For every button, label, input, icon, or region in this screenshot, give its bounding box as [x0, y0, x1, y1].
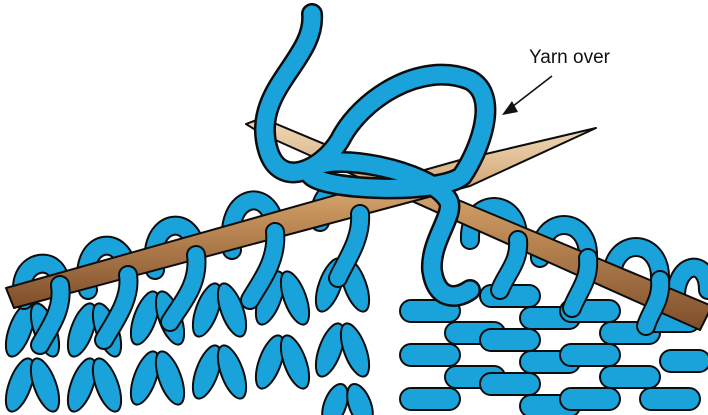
callout-arrowhead: [502, 101, 518, 115]
yarn-over-callout: Yarn over: [502, 47, 611, 115]
working-yarn: [265, 14, 486, 296]
callout-arrow-line: [508, 76, 552, 110]
yarn-over-label: Yarn over: [529, 47, 611, 68]
